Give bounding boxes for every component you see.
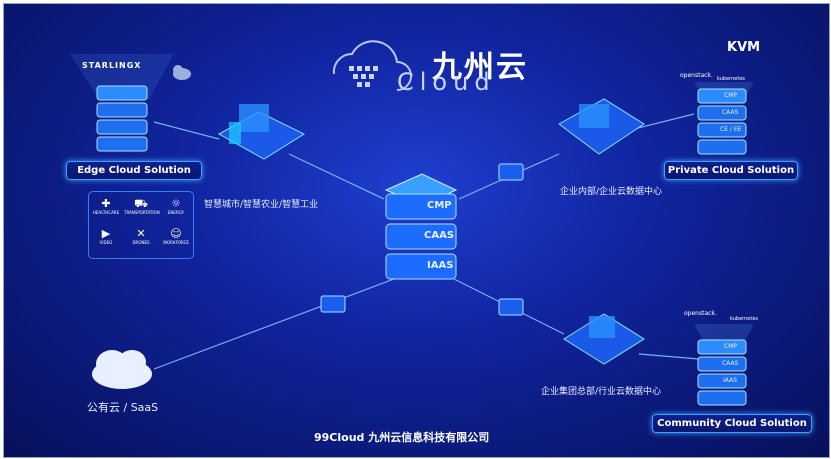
energy-sector: ☼ENERGY [159,197,193,216]
cloud-icon [173,65,191,80]
sun-icon: ☼ [171,197,181,210]
transportation-sector: ⛟TRANSPORTATION [124,197,160,216]
brand-title-en: Cloud [397,68,496,96]
sector-label: HEALTHCARE [92,210,120,215]
healthcare-sector: ✚HEALTHCARE [89,197,123,216]
diagram-frame: 九州云 Cloud STARLINGX Edge Cloud Solution … [3,3,830,458]
drones-sector: ✕DRONES [124,227,158,246]
link-edge-to-smartcity [153,121,220,140]
smart-city-label: 智慧城市/智慧农业/智慧工业 [204,200,319,210]
private-cmp-label: CMP [724,92,737,99]
link-enterprise-to-private [633,113,695,130]
medical-case-icon: ✚ [101,197,111,210]
car-icon: ⛟ [134,197,148,210]
private-cloud-label: Private Cloud Solution [664,161,798,180]
company-name: 99Cloud 九州云信息科技有限公司 [314,431,490,444]
community-iaas-label: IAAS [723,377,737,384]
core-iaas-label: IAAS [427,260,454,271]
workforce-sector: ☺WORKFORCE [159,227,193,246]
brand-title-cn: 九州云 [432,50,528,85]
logo-dots [349,66,378,87]
starlingx-logo: STARLINGX [82,61,142,70]
community-caas-label: CAAS [722,360,739,367]
edge-cloud-label: Edge Cloud Solution [66,161,202,180]
logo-cloud-icon [332,40,412,91]
link-smartcity-to-core [288,153,385,200]
network-badge-3 [498,298,524,316]
sector-label: ENERGY [167,210,185,215]
public-cloud-label: 公有云 / SaaS [87,401,159,414]
smart-city-device [217,104,306,160]
kubernetes-logo: kubernetes [730,316,759,322]
openstack-logo: openstack. [680,72,713,79]
private-server-stack [694,82,754,155]
network-badge-2 [320,295,346,313]
video-sector: ▶VIDEO [89,227,123,246]
community-desc-label: 企业集团总部/行业云数据中心 [541,387,662,397]
sector-label: WORKFORCE [163,240,189,245]
sector-label: TRANSPORTATION [124,210,160,215]
sector-label: DRONES [132,240,150,245]
link-core-to-public [153,278,395,370]
edge-server-stack [70,54,174,152]
worker-icon: ☺ [170,227,182,240]
core-server-stack [384,173,458,280]
enterprise-device [558,98,645,155]
kvm-logo: KVM [727,40,761,55]
sector-label: VIDEO [99,240,113,245]
drone-icon: ✕ [136,227,146,240]
network-badge-1 [498,163,524,181]
video-icon: ▶ [101,227,111,240]
community-cmp-label: CMP [724,343,737,350]
link-group-to-community [638,353,700,360]
public-cloud-icon [92,350,152,389]
private-ceee-label: CE / EE [720,126,742,133]
private-caas-label: CAAS [722,109,739,116]
edge-sectors-panel: ✚HEALTHCARE ⛟TRANSPORTATION ☼ENERGY ▶VID… [88,191,194,259]
connection-lines [70,40,754,406]
kubernetes-logo: kubernetes [717,76,746,82]
core-caas-label: CAAS [424,230,455,241]
community-cloud-label: Community Cloud Solution [652,414,812,433]
core-cmp-label: CMP [427,200,452,211]
community-server-stack [694,324,754,406]
private-desc-label: 企业内部/企业云数据中心 [560,187,663,197]
openstack-logo: openstack. [684,310,717,317]
group-device [563,313,645,365]
